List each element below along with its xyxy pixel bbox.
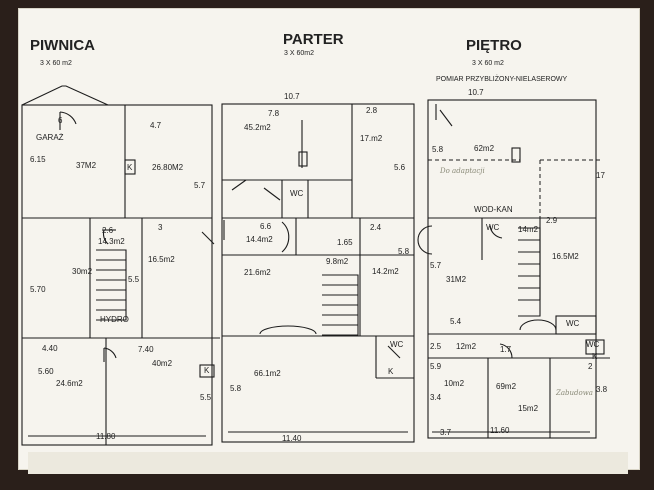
label: 1.65: [337, 238, 353, 247]
label: 11.40: [282, 434, 302, 443]
label: 17: [596, 171, 605, 180]
label: 30m2: [72, 267, 93, 276]
label: 2.8: [366, 106, 378, 115]
handwritten-note: Zabudowa: [556, 389, 593, 397]
label: 5.8: [398, 247, 410, 256]
label: 2: [588, 362, 593, 371]
label: 37M2: [76, 161, 97, 170]
label: 5.8: [432, 145, 444, 154]
label: 6.15: [30, 155, 46, 164]
label: 10.7: [284, 92, 300, 101]
label: 16.5M2: [552, 252, 579, 261]
label: 4.7: [150, 121, 162, 130]
label: 4.40: [42, 344, 58, 353]
label: WC: [486, 223, 500, 232]
ground-outline: [221, 103, 415, 443]
label: K: [592, 352, 598, 361]
label: GARAŻ: [36, 133, 64, 142]
label: 5.70: [30, 285, 46, 294]
label: 1.7: [500, 345, 512, 354]
label: 16.5m2: [148, 255, 175, 264]
label: 15m2: [518, 404, 539, 413]
basement-roof-outline: [21, 85, 109, 106]
label: 69m2: [496, 382, 517, 391]
label: 3: [158, 223, 163, 232]
label: K: [127, 163, 133, 172]
label: 5.8: [230, 384, 242, 393]
label: 5.5: [128, 275, 140, 284]
label: 11.60: [490, 426, 510, 435]
basement-title: PIWNICA: [30, 37, 95, 54]
label: 45.2m2: [244, 123, 271, 132]
label: K: [204, 366, 210, 375]
label: 40m2: [152, 359, 173, 368]
label: WOD-KAN: [474, 205, 513, 214]
label: 12m2: [456, 342, 477, 351]
paper-bottom-strip: [28, 452, 628, 474]
label: 3.4: [430, 393, 442, 402]
label: 11.80: [96, 432, 116, 441]
label: 2.9: [546, 216, 558, 225]
label: WC: [290, 189, 304, 198]
label: 3.7: [440, 428, 452, 437]
label: 5.60: [38, 367, 54, 376]
ground-title: PARTER: [283, 31, 344, 48]
label: WC: [566, 319, 580, 328]
label: WC: [586, 340, 600, 349]
label: 10.7: [468, 88, 484, 97]
label: WC: [390, 340, 404, 349]
label: 5.7: [194, 181, 206, 190]
label: 5.7: [430, 261, 442, 270]
label: 2.6: [102, 226, 114, 235]
label: 14.3m2: [98, 237, 125, 246]
upper-outline: [427, 99, 597, 439]
label: 62m2: [474, 144, 495, 153]
label: 31M2: [446, 275, 467, 284]
label: 2.5: [430, 342, 442, 351]
basement-stairs-outline: [96, 249, 127, 321]
label: 66.1m2: [254, 369, 281, 378]
label: 3.8: [596, 385, 608, 394]
upper-title: PIĘTRO: [466, 37, 522, 54]
label: 21.6m2: [244, 268, 271, 277]
label: 9.8m2: [326, 257, 349, 266]
floor-plan-sheet: [18, 8, 640, 470]
label: 7.40: [138, 345, 154, 354]
label: 5.4: [450, 317, 462, 326]
label: 14.2m2: [372, 267, 399, 276]
label: 14.4m2: [246, 235, 273, 244]
label: 5.9: [430, 362, 442, 371]
ground-area: 3 X 60m2: [284, 50, 314, 57]
upper-area: 3 X 60 m2: [472, 60, 504, 67]
label: 17.m2: [360, 134, 383, 143]
label: 10m2: [444, 379, 465, 388]
label: 6.6: [260, 222, 272, 231]
basement-outline: [21, 104, 213, 446]
label: K: [388, 367, 394, 376]
label: 5.6: [394, 163, 406, 172]
basement-area: 3 X 60 m2: [40, 60, 72, 67]
label: 26.80M2: [152, 163, 184, 172]
label: 6: [58, 116, 63, 125]
label: 14m2: [518, 225, 539, 234]
label: 2.4: [370, 223, 382, 232]
upper-measure-note: POMIAR PRZYBLIŻONY-NIELASEROWY: [436, 76, 568, 83]
handwritten-note: Do adaptacji: [440, 167, 485, 175]
label: 7.8: [268, 109, 280, 118]
label: HYDRO: [100, 315, 129, 324]
label: 24.6m2: [56, 379, 83, 388]
label: 5.5: [200, 393, 212, 402]
